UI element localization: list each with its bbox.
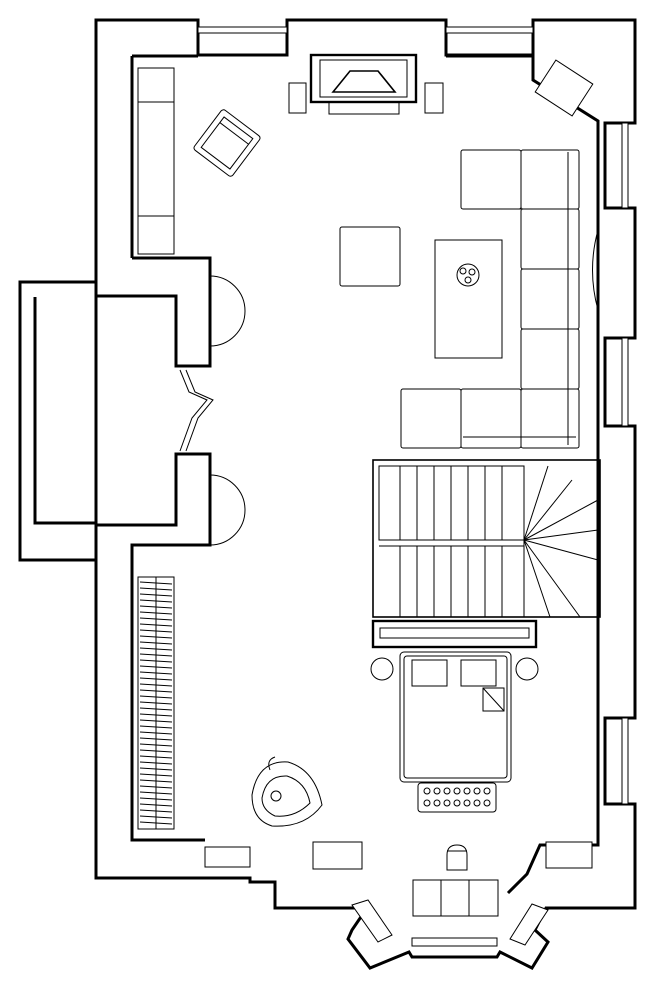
bookcase: [137, 67, 175, 255]
hanger-line: [139, 593, 173, 597]
nightstand-left: [370, 657, 394, 681]
exterior-walls: [18, 18, 637, 970]
side-table-corner: [534, 59, 594, 117]
desk-chair: [446, 844, 468, 871]
wardrobe-hangers: [139, 581, 173, 825]
hanger-line: [139, 587, 173, 591]
hanger-line: [139, 653, 173, 657]
hanger-line: [139, 581, 173, 585]
window-top-right: [445, 26, 534, 34]
coffee-table: [434, 239, 503, 359]
hanger-line: [139, 707, 173, 711]
hanger-line: [139, 785, 173, 789]
hanger-line: [139, 803, 173, 807]
hanger-line: [139, 779, 173, 783]
hanger-line: [139, 695, 173, 699]
hanger-line: [139, 809, 173, 813]
hanger-line: [139, 731, 173, 735]
window-bottom-left: [204, 846, 251, 868]
speaker-right: [424, 82, 444, 114]
window-top-left: [197, 26, 288, 34]
fireplace: [309, 53, 418, 115]
hanger-line: [139, 797, 173, 801]
hanger-line: [139, 761, 173, 765]
windows: [197, 26, 629, 947]
bed: [399, 651, 512, 783]
hanger-line: [139, 599, 173, 603]
hanger-line: [139, 749, 173, 753]
hanger-line: [139, 701, 173, 705]
hanger-line: [139, 671, 173, 675]
hanger-line: [139, 683, 173, 687]
armchair: [193, 109, 261, 177]
rug-small: [417, 782, 497, 813]
hanger-line: [139, 647, 173, 651]
hanger-line: [139, 743, 173, 747]
staircase: [372, 459, 601, 618]
hanger-line: [139, 689, 173, 693]
window-bay-center: [411, 937, 498, 947]
nightstand-right: [515, 657, 539, 681]
window-bay-right: [509, 903, 549, 946]
hanger-line: [139, 767, 173, 771]
planter-left: [312, 841, 363, 870]
hanger-line: [139, 755, 173, 759]
hanger-line: [139, 623, 173, 627]
hanger-line: [139, 629, 173, 633]
window-bay-left: [351, 899, 393, 943]
hanger-line: [139, 665, 173, 669]
hanger-line: [139, 791, 173, 795]
hanger-line: [139, 737, 173, 741]
planter-right: [545, 841, 593, 869]
hanger-line: [139, 659, 173, 663]
window-right-3: [621, 717, 629, 805]
hanger-line: [139, 713, 173, 717]
hanger-line: [139, 773, 173, 777]
wall-lamp: [592, 229, 599, 311]
window-right-1: [621, 122, 629, 209]
hanger-line: [139, 821, 173, 825]
hanger-line: [139, 815, 173, 819]
hanger-line: [139, 635, 173, 639]
hanger-line: [139, 611, 173, 615]
hanger-line: [139, 617, 173, 621]
bay-bench: [412, 879, 499, 917]
speaker-left: [288, 82, 307, 114]
lounge-chair: [251, 756, 323, 827]
sectional-sofa: [400, 149, 580, 449]
hanger-line: [139, 719, 173, 723]
hanger-line: [139, 725, 173, 729]
hanger-line: [139, 677, 173, 681]
hanger-line: [139, 641, 173, 645]
headboard: [371, 619, 538, 649]
ottoman: [339, 226, 401, 287]
hanger-line: [139, 605, 173, 609]
alcove-doors: [179, 275, 246, 546]
window-right-2: [621, 337, 629, 427]
